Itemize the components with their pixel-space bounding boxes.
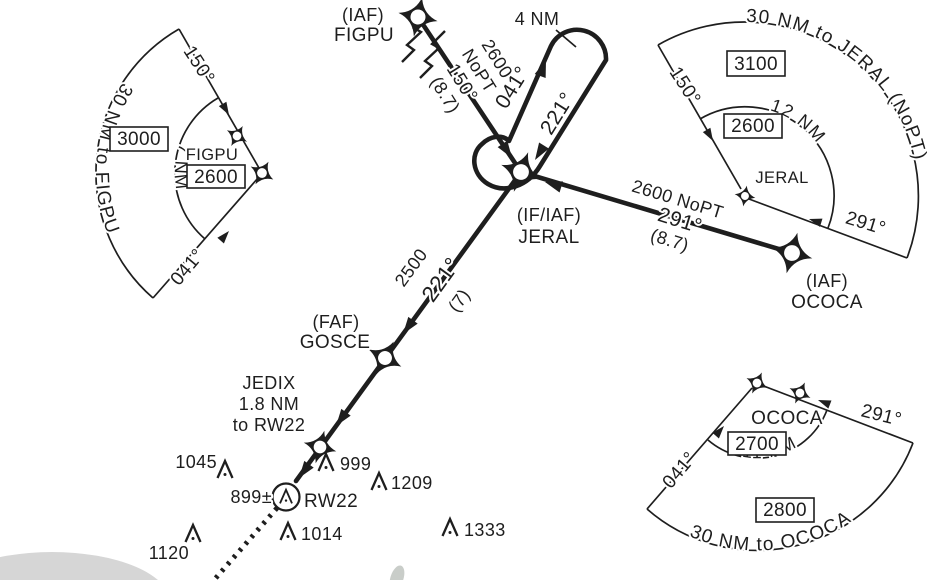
obstacle-icon-1120 (184, 523, 202, 544)
fix-jedix-note-target: to RW22 (233, 415, 306, 435)
taa-figpu-outer-arc (95, 28, 180, 299)
waypoint-star-jedix (298, 425, 342, 469)
obstacle-icon-1014 (279, 521, 297, 542)
obstacle-icon-1045 (216, 459, 234, 480)
taa-figpu-outer-altitude: 3000 (117, 129, 161, 150)
taa-ococa-inner-altitude-box (727, 431, 787, 456)
obstacle-elevation-1333: 1333 (464, 520, 506, 540)
taa-ococa-right-radial-label: 291° (859, 401, 904, 431)
taa-figpu-fix-label: FIGPU (186, 146, 238, 164)
scale-break-zigzag-2 (419, 30, 446, 79)
taa-figpu-radial-041 (152, 177, 259, 299)
runway-area: 899± RW22 (212, 482, 360, 580)
waypoints: (IAF) FIGPU (IF/IAF) JERAL (IAF) OCOCA (… (231, 0, 864, 469)
taa-jeral-fix-label: JERAL (755, 169, 808, 187)
taa-figpu-vertex-star (243, 154, 281, 192)
fix-ococa-role-label: (IAF) (806, 271, 848, 291)
obstacle-elevation-1045: 1045 (175, 452, 217, 472)
taa-figpu-inner-altitude-box (186, 164, 246, 189)
taa-jeral-inner-altitude: 2600 (731, 116, 775, 137)
approach-track (293, 14, 795, 484)
leg-ococa-to-jeral (518, 169, 795, 256)
fix-ococa-name-label: OCOCA (791, 292, 863, 313)
taa-figpu-inner-arc (174, 97, 219, 240)
taa-ococa-outer-arc (646, 442, 914, 552)
taa-figpu-outer-altitude-box (109, 126, 169, 152)
taa-ococa-radial-291 (760, 384, 914, 444)
terrain-shade-bottom-center (389, 565, 405, 580)
holding-racetrack (472, 27, 609, 191)
taa-ococa-fix-label: OCOCA (751, 408, 823, 429)
fix-figpu-name-label: FIGPU (334, 25, 394, 46)
taa-jeral-right-radial-label: 291° (843, 208, 888, 240)
obstacles: 1045 999 1209 1014 1333 1120 (147, 450, 508, 565)
taa-jeral-outer-arc (657, 21, 920, 259)
taa-jeral-outer-altitude: 3100 (734, 54, 778, 75)
rw22-label: RW22 (304, 491, 358, 512)
taa-sector-ococa: 30 NM to OCOCA 11 NM 041° 291° OCOCA 270… (646, 367, 914, 557)
obstacle-elevation-1014: 1014 (301, 524, 343, 544)
fix-jedix-name-label: JEDIX (242, 373, 295, 393)
taa-ococa-outer-altitude-box (755, 497, 815, 523)
taa-jeral-radial-150 (657, 44, 742, 190)
terrain-shade-bottom-left (0, 552, 158, 580)
taa-sector-figpu: 30 NM to FIGPU 7 NM 150° 041° 3000 FIGPU… (89, 28, 281, 299)
taa-jeral-radial-291 (748, 198, 908, 259)
taa-jeral-radial-150-arrowhead (702, 127, 717, 144)
missed-approach-dashed-track (212, 506, 279, 580)
taa-figpu-bottom-radial-label: 041° (167, 245, 209, 290)
leg-labels: 2600 NoPT 150° (8.7) 2600 NoPT 291° (8.7… (389, 34, 728, 318)
taa-jeral-inner-altitude-box (723, 113, 783, 139)
taa-jeral-outer-arc-label: 30 NM to JERAL (NoPT) (746, 6, 929, 163)
obstacle-elevation-999: 999 (340, 454, 371, 474)
fix-jedix-note-distance: 1.8 NM (239, 394, 299, 414)
holding-leg-length-tick (555, 29, 577, 48)
fix-jeral-role-label: (IF/IAF) (517, 205, 581, 225)
obstacle-elevation-1120: 1120 (149, 543, 189, 563)
rw22-obstacle-elevation: 899± (230, 487, 272, 507)
rw22-threshold-circle (271, 482, 301, 512)
obstacle-elevation-1209: 1209 (391, 473, 433, 493)
fix-jeral-name-label: JERAL (518, 227, 579, 248)
taa-jeral-outer-altitude-box (726, 50, 786, 77)
taa-ococa-inner-altitude: 2700 (735, 434, 779, 455)
obstacle-icon-1333 (441, 517, 459, 538)
taa-jeral-inner-arc (699, 105, 835, 229)
taa-figpu-radial-041-arrowhead (217, 228, 233, 244)
taa-figpu-outer-arc-label: 30 NM to FIGPU (91, 79, 137, 237)
taa-figpu-radial-150 (178, 28, 260, 169)
fix-figpu-role-label: (IAF) (342, 5, 384, 25)
terrain-shade-shapes (0, 552, 405, 580)
taa-figpu-top-radial-label: 150° (179, 42, 219, 88)
fix-gosce-role-label: (FAF) (313, 312, 360, 332)
taa-ococa-outer-altitude: 2800 (763, 500, 807, 521)
taa-ococa-radial-041 (646, 387, 753, 510)
holding-leg-length-label: 4 NM (515, 9, 560, 29)
obstacle-icon-1209 (370, 471, 388, 492)
taa-figpu-radial-150-arrowhead (218, 101, 233, 118)
taa-jeral-left-radial-label: 150° (665, 63, 705, 109)
taa-figpu-inner-altitude: 2600 (194, 167, 238, 188)
taa-ococa-inner-arc (707, 409, 828, 459)
fix-gosce-name-label: GOSCE (300, 332, 371, 353)
taa-jeral-vertex-star (732, 183, 758, 209)
